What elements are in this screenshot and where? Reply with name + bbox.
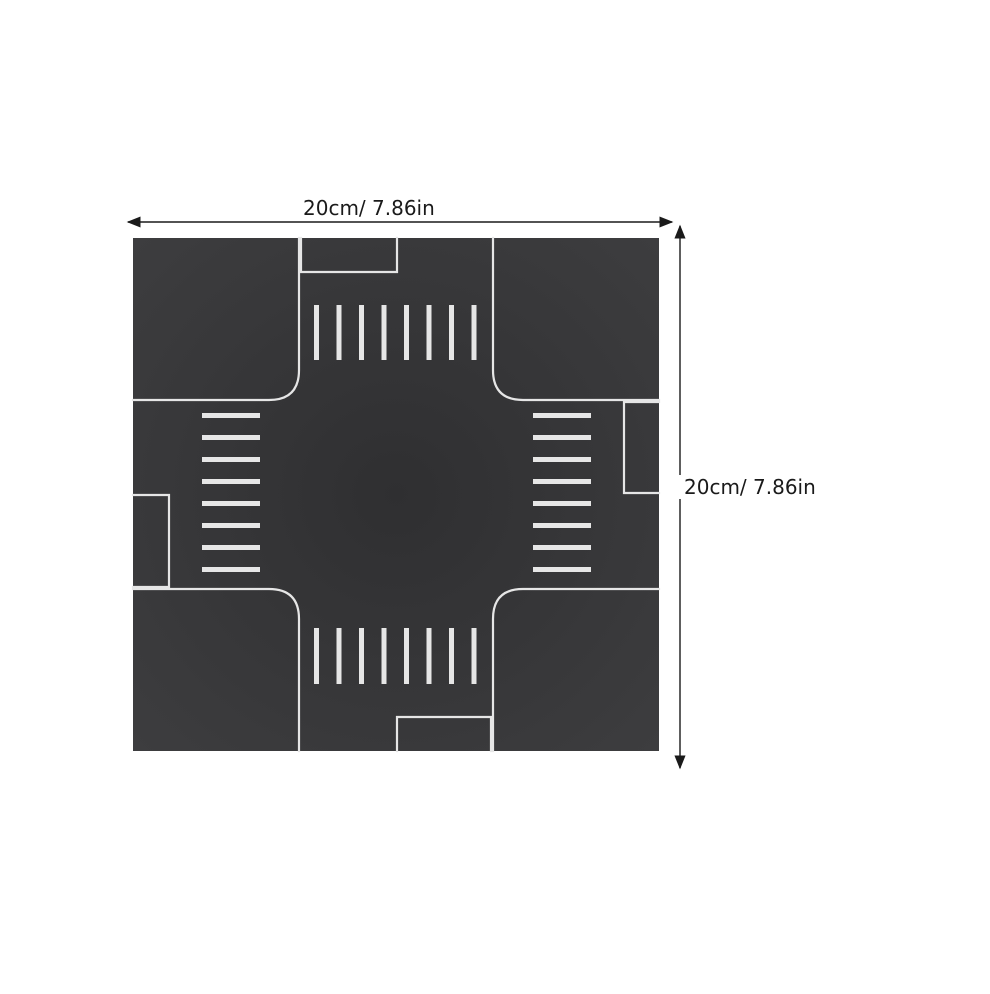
crosswalk-left-stripe bbox=[202, 457, 260, 462]
stop-line-left bbox=[131, 493, 171, 589]
crosswalk-bottom-stripe bbox=[471, 628, 477, 684]
width-dimension-label: 20cm/ 7.86in bbox=[297, 196, 441, 220]
crosswalk-bottom-stripe bbox=[359, 628, 364, 684]
crosswalk-left-stripe bbox=[202, 413, 260, 418]
crosswalk-right-stripe bbox=[533, 501, 591, 506]
crosswalk-left-stripe bbox=[202, 545, 260, 550]
crosswalk-top-stripe bbox=[449, 305, 454, 360]
curb-top-right bbox=[491, 236, 661, 402]
crosswalk-left-stripe bbox=[202, 567, 260, 572]
crosswalk-top bbox=[314, 305, 477, 360]
crosswalk-bottom-stripe bbox=[404, 628, 409, 684]
road-markings bbox=[131, 236, 661, 753]
stop-line-bottom bbox=[395, 715, 493, 753]
crosswalk-top-stripe bbox=[404, 305, 409, 360]
crosswalk-bottom-stripe bbox=[449, 628, 454, 684]
curb-bottom-left bbox=[131, 587, 301, 753]
crosswalk-right-stripe bbox=[533, 567, 591, 572]
crosswalk-right-stripe bbox=[533, 479, 591, 484]
crosswalk-top-stripe bbox=[314, 305, 319, 360]
stop-line-top bbox=[299, 236, 399, 274]
crosswalk-bottom-stripe bbox=[426, 628, 432, 684]
crosswalk-right-stripe bbox=[533, 413, 591, 418]
crosswalk-top-stripe bbox=[381, 305, 387, 360]
crosswalk-left-stripe bbox=[202, 479, 260, 484]
crosswalk-left-stripe bbox=[202, 435, 260, 440]
curb-top-left bbox=[131, 236, 301, 402]
crosswalk-right-stripe bbox=[533, 523, 591, 528]
height-dimension-label: 20cm/ 7.86in bbox=[678, 475, 822, 499]
stop-line-right bbox=[622, 400, 661, 495]
crosswalk-right-stripe bbox=[533, 457, 591, 462]
crosswalk-bottom-stripe bbox=[314, 628, 319, 684]
crosswalk-left-stripe bbox=[202, 501, 260, 506]
crosswalk-bottom bbox=[314, 628, 477, 684]
crosswalk-right bbox=[533, 413, 591, 572]
crosswalk-top-stripe bbox=[336, 305, 342, 360]
crosswalk-right-stripe bbox=[533, 435, 591, 440]
crosswalk-top-stripe bbox=[359, 305, 364, 360]
crosswalk-top-stripe bbox=[426, 305, 432, 360]
mat-surface bbox=[133, 238, 659, 751]
crosswalk-bottom-stripe bbox=[381, 628, 387, 684]
crosswalk-top-stripe bbox=[471, 305, 477, 360]
crosswalk-left bbox=[202, 413, 260, 572]
crosswalk-bottom-stripe bbox=[336, 628, 342, 684]
curb-bottom-right bbox=[491, 587, 661, 753]
crosswalk-right-stripe bbox=[533, 545, 591, 550]
crosswalk-left-stripe bbox=[202, 523, 260, 528]
